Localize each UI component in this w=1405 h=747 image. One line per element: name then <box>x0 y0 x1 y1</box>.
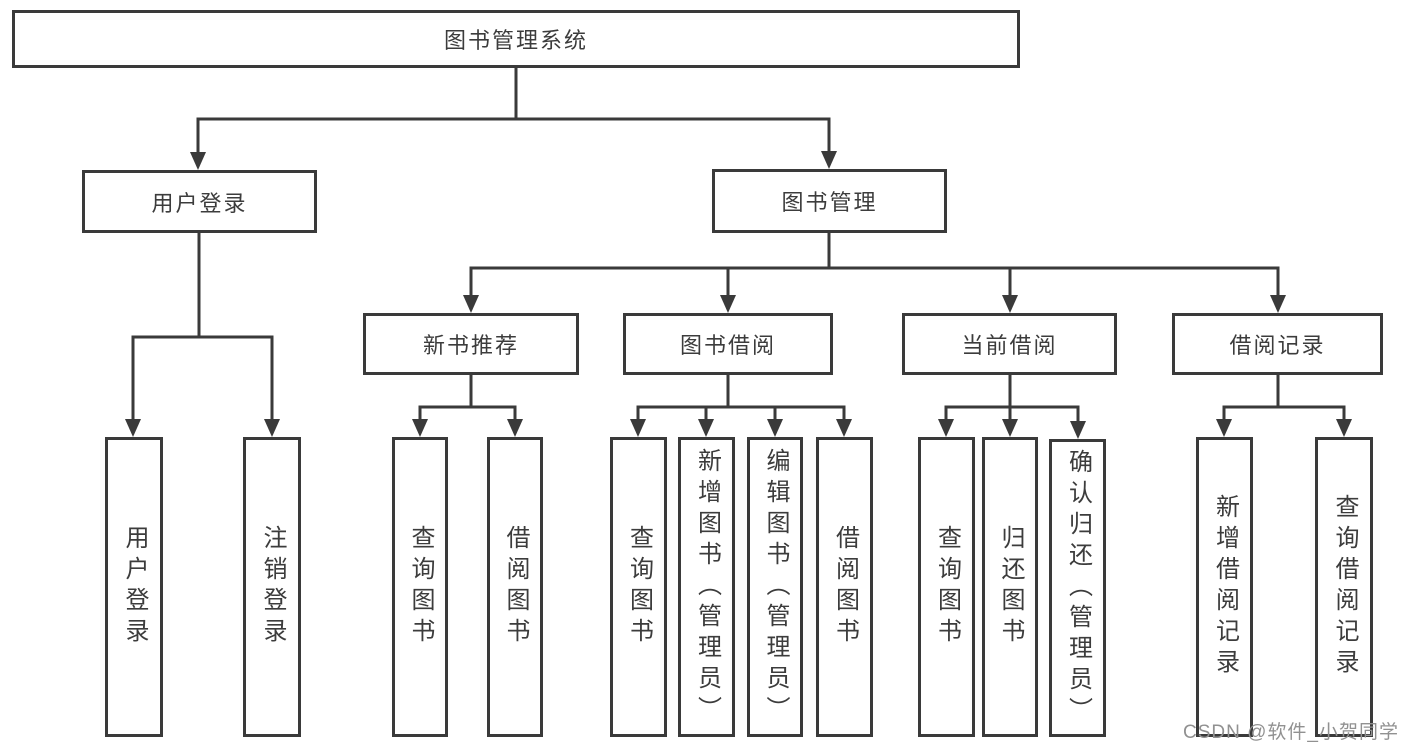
arrowhead-icon <box>1070 421 1086 439</box>
leaf-borrow-book: 借阅图书 <box>816 437 873 737</box>
leaf-query-borrow-record: 查询借阅记录 <box>1315 437 1373 737</box>
node-user-login-label: 用户登录 <box>151 190 248 216</box>
node-borrow-record-label: 借阅记录 <box>1229 333 1326 358</box>
node-book-mgmt: 图书管理 <box>712 169 947 233</box>
arrowhead-icon <box>507 419 523 437</box>
leaf-query-book-recommend: 查询图书 <box>392 437 448 737</box>
node-book-borrow-label: 图书借阅 <box>679 333 776 358</box>
arrowhead-icon <box>1002 419 1018 437</box>
leaf-borrow-book-label: 借阅图书 <box>831 525 859 649</box>
leaf-query-book-borrow: 查询图书 <box>610 437 667 737</box>
arrowhead-icon <box>412 419 428 437</box>
node-root-label: 图书管理系统 <box>443 28 588 53</box>
node-borrow-record: 借阅记录 <box>1172 313 1383 375</box>
arrowhead-icon <box>630 419 646 437</box>
arrowhead-icon <box>1270 295 1286 313</box>
leaf-add-book-admin: 新增图书（管理员） <box>678 437 735 737</box>
node-new-book-recommend-label: 新书推荐 <box>422 333 519 358</box>
node-new-book-recommend: 新书推荐 <box>363 313 579 375</box>
leaf-return-book-label: 归还图书 <box>997 525 1024 649</box>
leaf-user-login: 用户登录 <box>105 437 163 737</box>
arrowhead-icon <box>698 419 714 437</box>
arrowhead-icon <box>190 152 206 170</box>
leaf-borrow-book-recommend: 借阅图书 <box>487 437 543 737</box>
leaf-confirm-return-admin: 确认归还（管理员） <box>1049 439 1106 737</box>
leaf-add-borrow-record: 新增借阅记录 <box>1196 437 1253 737</box>
arrowhead-icon <box>1216 419 1232 437</box>
leaf-logout-label: 注销登录 <box>259 525 286 649</box>
leaf-confirm-return-admin-label: 确认归还（管理员） <box>1064 448 1092 728</box>
csdn-watermark: CSDN @软件_小贺同学 <box>1183 722 1399 743</box>
leaf-logout: 注销登录 <box>243 437 301 737</box>
arrowhead-icon <box>720 295 736 313</box>
leaf-borrow-book-recommend-label: 借阅图书 <box>502 525 529 649</box>
leaf-query-borrow-record-label: 查询借阅记录 <box>1331 494 1358 680</box>
node-book-mgmt-label: 图书管理 <box>781 190 878 215</box>
leaf-edit-book-admin: 编辑图书（管理员） <box>747 437 803 737</box>
arrowhead-icon <box>463 295 479 313</box>
leaf-query-book-borrow-label: 查询图书 <box>625 525 653 649</box>
leaf-query-book-current-label: 查询图书 <box>933 525 961 649</box>
node-root: 图书管理系统 <box>12 10 1020 68</box>
leaf-query-book-recommend-label: 查询图书 <box>407 525 434 649</box>
leaf-edit-book-admin-label: 编辑图书（管理员） <box>762 447 789 727</box>
leaf-add-book-admin-label: 新增图书（管理员） <box>693 447 721 727</box>
arrowhead-icon <box>125 419 141 437</box>
node-book-borrow: 图书借阅 <box>623 313 833 375</box>
node-current-borrow-label: 当前借阅 <box>961 333 1058 358</box>
leaf-user-login-label: 用户登录 <box>121 525 148 649</box>
node-current-borrow: 当前借阅 <box>902 313 1117 375</box>
leaf-return-book: 归还图书 <box>982 437 1038 737</box>
arrowhead-icon <box>1002 295 1018 313</box>
arrowhead-icon <box>264 419 280 437</box>
arrowhead-icon <box>938 419 954 437</box>
arrowhead-icon <box>1336 419 1352 437</box>
arrowhead-icon <box>836 419 852 437</box>
leaf-query-book-current: 查询图书 <box>918 437 975 737</box>
arrowhead-icon <box>821 151 837 169</box>
node-user-login: 用户登录 <box>82 170 317 233</box>
arrowhead-icon <box>767 419 783 437</box>
leaf-add-borrow-record-label: 新增借阅记录 <box>1211 494 1239 680</box>
